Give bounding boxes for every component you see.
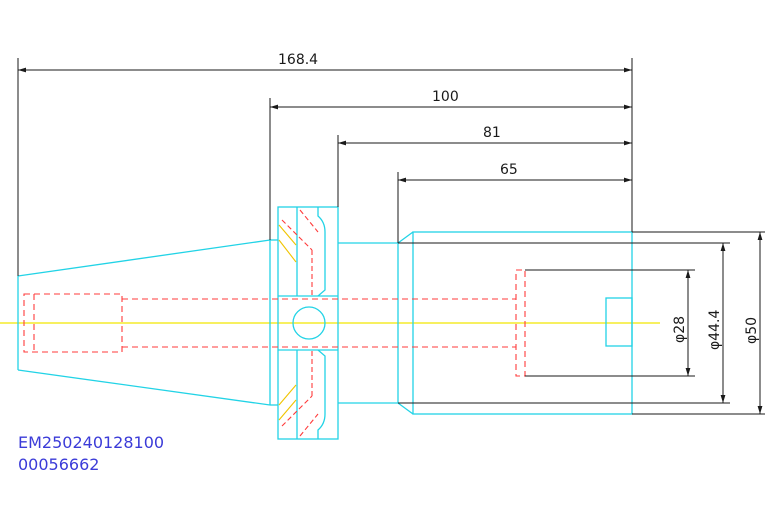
drive-key-hole [292,306,326,340]
dim-65: 65 [500,162,518,178]
diameter-dimensions [398,231,765,415]
dim-dia-50: φ50 [744,317,760,344]
flange [277,206,339,440]
part-number: 00056662 [18,455,99,474]
flange-hidden-lines [281,209,319,437]
taper-shank [17,239,278,406]
dim-81: 81 [483,125,501,141]
dim-100: 100 [432,89,459,105]
tool-body [338,231,633,415]
dim-dia-28: φ28 [672,316,688,343]
dim-dia-44-4: φ44.4 [707,310,723,351]
part-code: EM250240128100 [18,433,164,452]
flange-hatching [278,224,297,421]
end-slot [605,297,633,347]
horizontal-dimensions [17,58,633,276]
dim-168-4: 168.4 [278,52,318,68]
